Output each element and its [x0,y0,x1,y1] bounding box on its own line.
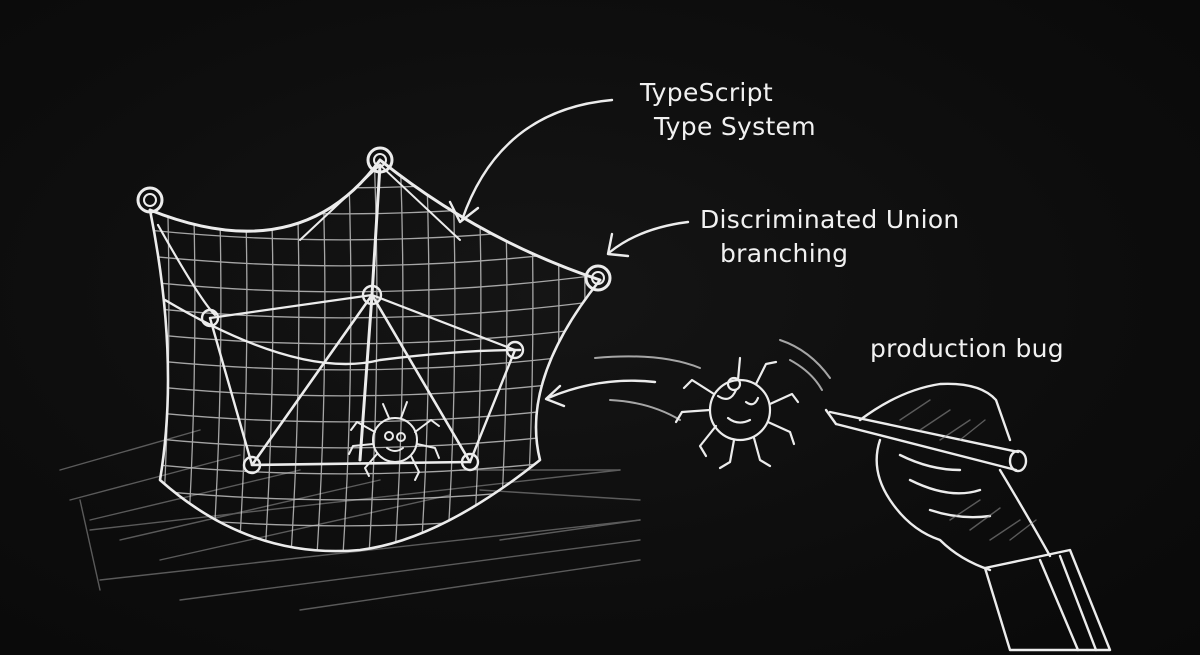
net-mesh-line [497,160,508,552]
net-mesh-line [211,160,222,552]
type-system-label-line-1: TypeScript [640,78,773,107]
net-mesh-line [150,320,600,345]
net-mesh-line [393,160,404,552]
net-mesh-line [150,242,600,267]
net-mesh-line [150,424,600,449]
net-mesh-line [419,160,430,552]
production-bug-label: production bug [870,334,1064,363]
net-mesh-line [341,160,352,552]
caught-bug-icon [348,401,440,481]
type-system-label: TypeScript Type System [640,76,816,144]
net-mesh-line [150,216,600,241]
net-trap-icon [120,146,640,604]
net-mesh-line [150,190,600,215]
hand-holding-pen-icon [824,382,1112,652]
net-mesh-line [602,150,611,570]
type-system-arrow [448,98,614,224]
bug-icon [674,356,800,470]
net-mesh-line [150,346,600,371]
net-mesh-line [150,294,600,319]
discriminated-union-label-line-1: Discriminated Union [700,205,960,234]
ground-hatching [59,429,641,611]
motion-lines [594,339,831,421]
union-arrow [606,220,690,258]
net-mesh-line [575,160,586,552]
bug-to-net-arrow [544,379,657,408]
net-mesh-line [134,150,143,570]
discriminated-union-label-line-2: branching [720,239,849,268]
type-system-label-line-2: Type System [654,112,816,141]
net-mesh-line [237,160,248,552]
net-mesh-line [120,581,640,604]
net-mesh-line [150,268,600,293]
net-mesh-line [150,398,600,423]
discriminated-union-label: Discriminated Union branching [700,203,960,271]
